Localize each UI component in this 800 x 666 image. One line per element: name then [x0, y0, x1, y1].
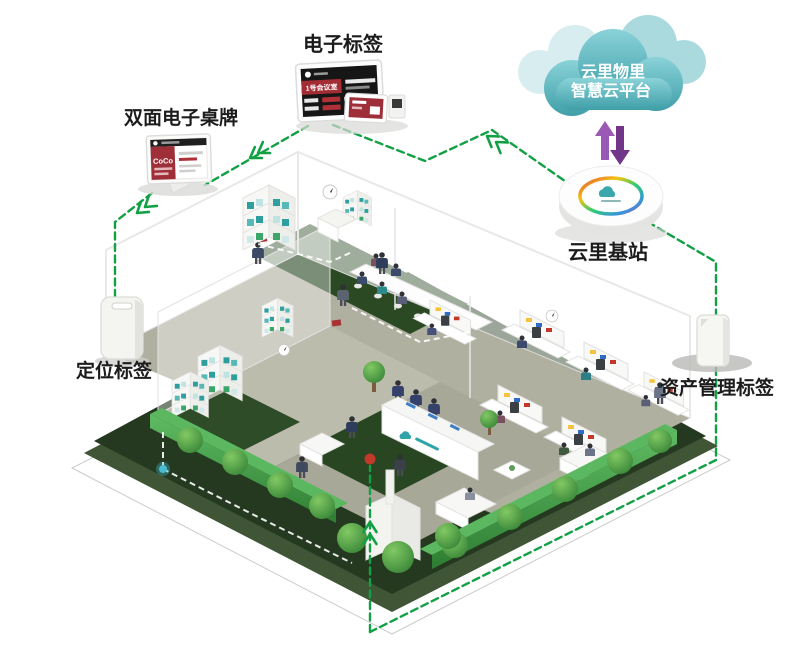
reception-logo — [399, 430, 439, 451]
clock-icon — [545, 309, 559, 323]
cloud-title-line1: 云里物里 — [581, 62, 645, 81]
network-links — [113, 123, 718, 634]
asset-label: 资产管理标签 — [660, 376, 775, 399]
esl-label: 电子标签 — [303, 32, 384, 56]
wall-sign — [331, 319, 342, 327]
indoor-paths — [162, 242, 471, 564]
asset-tag-device — [672, 314, 752, 372]
cloud-title-line2: 智慧云平台 — [571, 81, 651, 100]
hedges — [150, 408, 677, 573]
alert-dot — [364, 453, 376, 465]
desk-card-device: CoCo — [138, 133, 218, 196]
link-gateway-asset — [646, 220, 718, 318]
office-illustration — [70, 150, 732, 635]
indoor-plants — [363, 361, 498, 435]
gateway-logo — [598, 186, 621, 202]
link-esl-gateway — [331, 123, 574, 188]
clock-icon — [322, 184, 338, 200]
desk-card-label: 双面电子桌牌 — [124, 106, 238, 129]
sync-arrows-icon — [595, 121, 630, 165]
beacon-dot — [159, 465, 167, 473]
cloud-platform: 云里物里 智慧云平台 — [518, 15, 706, 116]
link-asset-ground — [368, 366, 718, 634]
gateway-device — [555, 165, 667, 243]
locator-label: 定位标签 — [76, 359, 153, 382]
reception-area — [380, 380, 496, 481]
desk-card-name: CoCo — [153, 156, 174, 166]
gateway-label: 云里基站 — [568, 240, 648, 264]
esl-device: 1号会议室 — [294, 59, 408, 134]
locator-tag-device — [95, 296, 149, 367]
esl-room-name: 1号会议室 — [305, 82, 337, 93]
cloud-shape — [544, 29, 683, 116]
clock-icon — [277, 343, 291, 357]
link-esl-deskcard — [203, 124, 310, 187]
